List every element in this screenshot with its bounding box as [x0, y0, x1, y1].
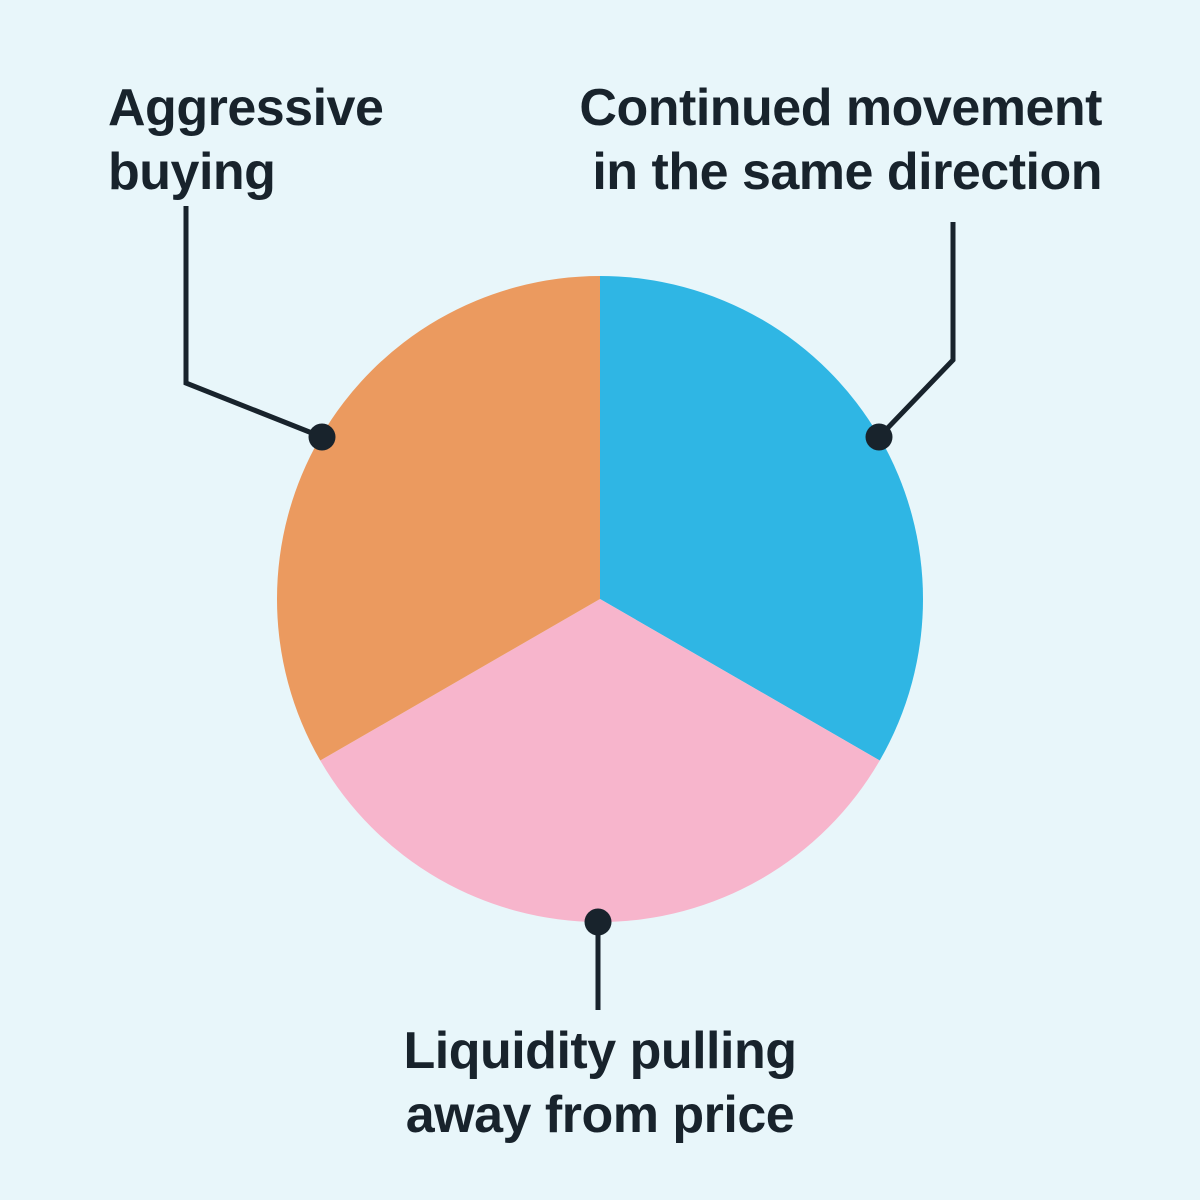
pie-slices-group — [276, 276, 924, 923]
pie-slice-2 — [276, 276, 600, 761]
leader-dot-liquidity-pulling — [584, 908, 612, 936]
leader-dot-continued-movement — [865, 423, 893, 451]
pie-slice-0 — [600, 276, 924, 761]
label-liquidity-pulling: Liquidity pulling away from price — [403, 1022, 797, 1144]
pie-slice-1 — [320, 599, 880, 923]
label-aggressive-buying: Aggressive buying — [108, 79, 384, 201]
leader-line-aggressive-buying — [183, 206, 323, 440]
label-continued-movement: Continued movement in the same direction — [579, 79, 1102, 201]
leader-dot-aggressive-buying — [308, 423, 336, 451]
leader-line-continued-movement — [877, 222, 956, 439]
